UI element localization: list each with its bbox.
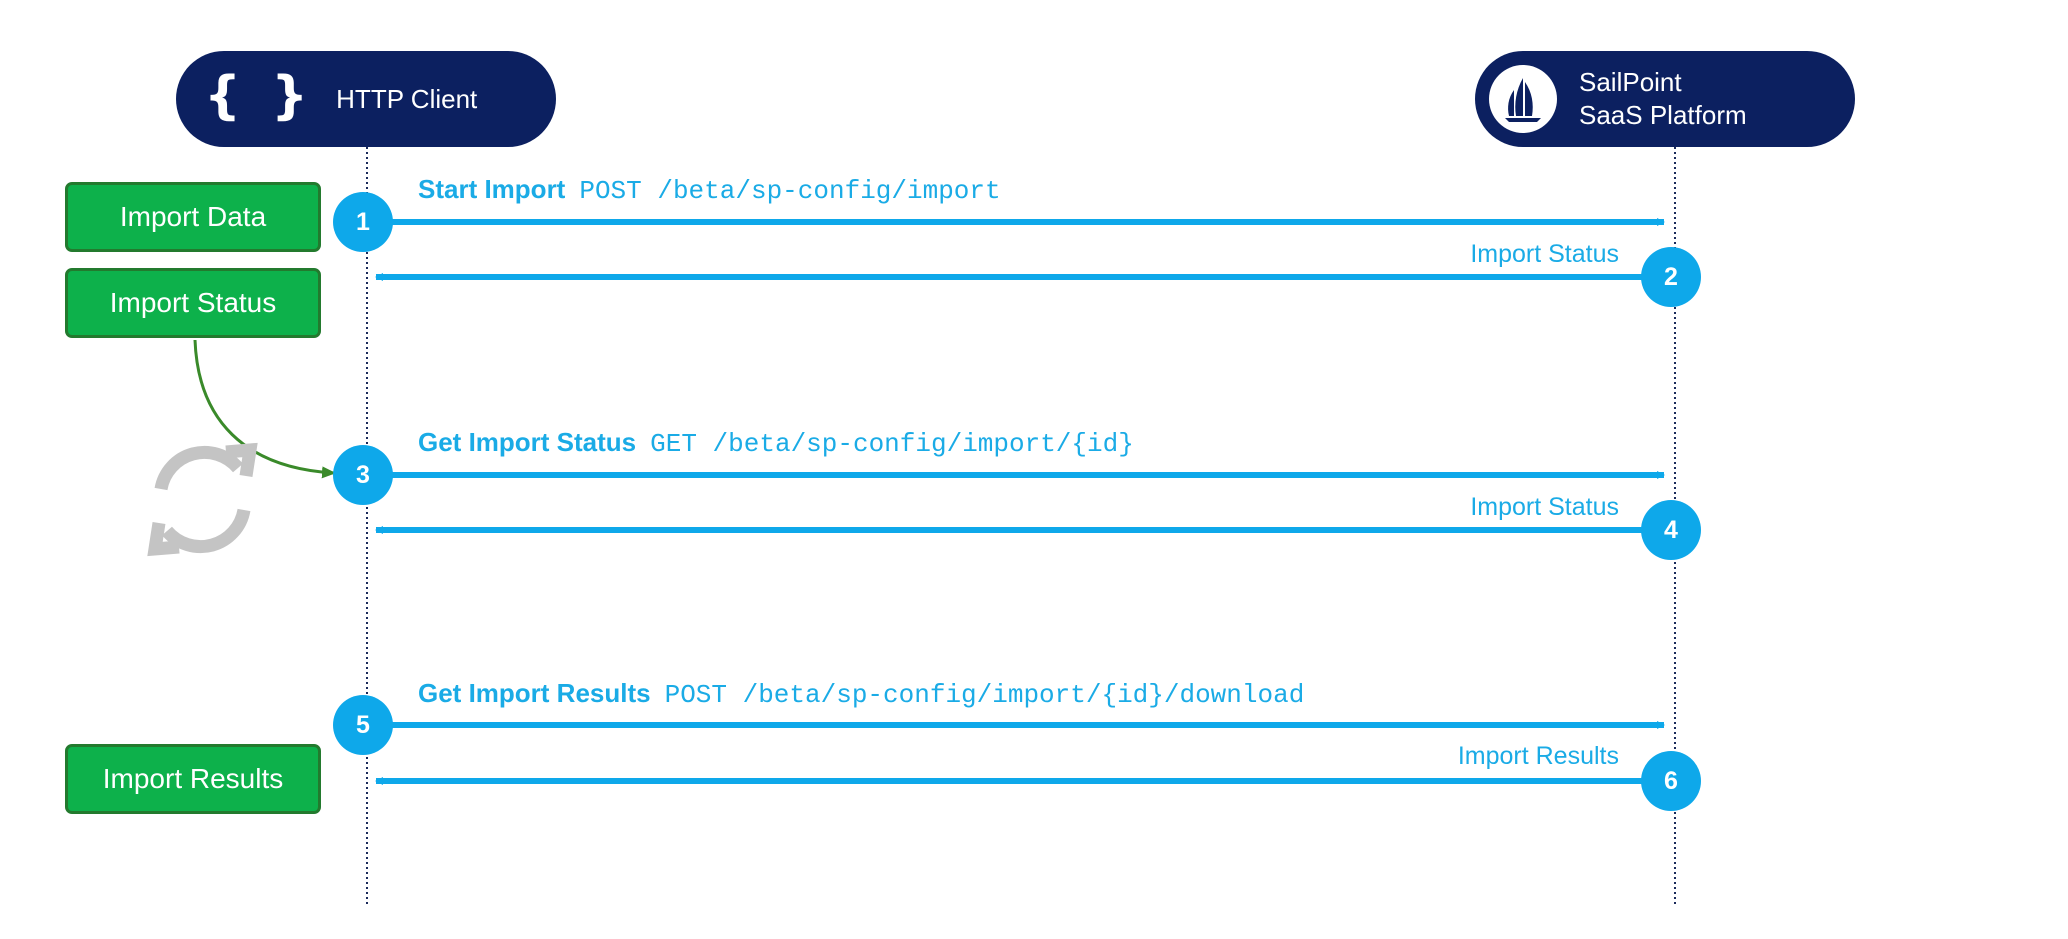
http-client-label: HTTP Client (336, 83, 478, 114)
sailpoint-platform-label: SailPoint SaaS Platform (1579, 66, 1747, 132)
message-label-step-1: Start Import POST /beta/sp-config/import (418, 174, 1001, 206)
platform-label-line2: SaaS Platform (1579, 100, 1747, 130)
http-client-actor: { } HTTP Client (176, 51, 556, 147)
import-status-box: Import Status (65, 268, 321, 338)
return-label-step-6: Import Results (1457, 742, 1619, 770)
step-1-badge: 1 (333, 192, 393, 252)
message-title: Get Import Results (418, 678, 651, 708)
message-endpoint: POST /beta/sp-config/import/{id}/downloa… (664, 680, 1305, 710)
step-6-badge: 6 (1641, 751, 1701, 811)
step-2-badge: 2 (1641, 247, 1701, 307)
status-connector (193, 339, 336, 479)
return-label-step-2: Import Status (1470, 240, 1619, 268)
sailpoint-logo-icon (1489, 65, 1557, 133)
sailpoint-platform-actor: SailPoint SaaS Platform (1475, 51, 1855, 147)
message-endpoint: POST /beta/sp-config/import (579, 176, 1001, 206)
step-5-badge: 5 (333, 695, 393, 755)
message-label-step-3: Get Import Status GET /beta/sp-config/im… (418, 427, 1134, 459)
message-title: Start Import (418, 174, 566, 204)
message-endpoint: GET /beta/sp-config/import/{id} (650, 429, 1134, 459)
platform-label-line1: SailPoint (1579, 67, 1682, 97)
step-3-badge: 3 (333, 445, 393, 505)
import-results-box: Import Results (65, 744, 321, 814)
step-4-badge: 4 (1641, 500, 1701, 560)
refresh-loop-icon (147, 442, 258, 557)
return-label-step-4: Import Status (1470, 493, 1619, 521)
curly-braces-icon: { } (204, 66, 315, 126)
message-title: Get Import Status (418, 427, 637, 457)
import-data-box: Import Data (65, 182, 321, 252)
message-label-step-5: Get Import Results POST /beta/sp-config/… (418, 678, 1304, 710)
